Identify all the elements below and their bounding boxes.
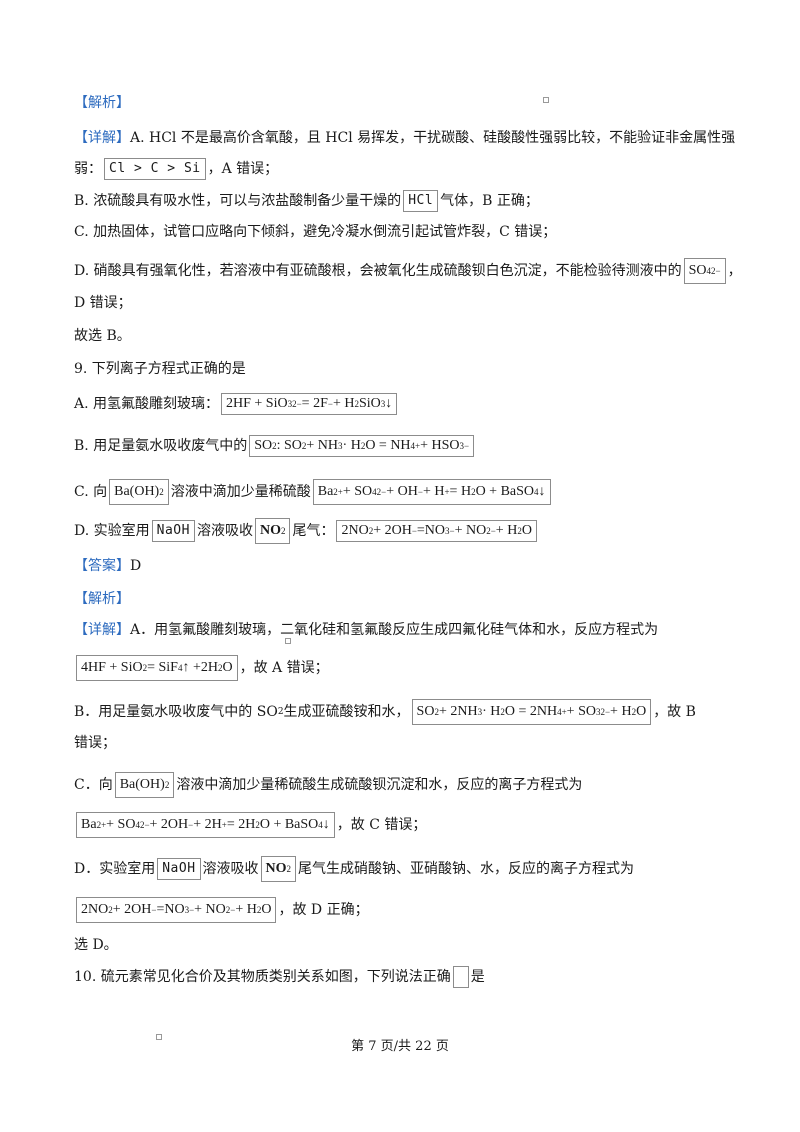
formula-box-naoh-2: NaOH <box>157 858 201 880</box>
explain-b-text: B．用足量氨水吸收废气中的 SO <box>74 704 278 720</box>
explain-c-text: C．向 <box>74 777 113 793</box>
explain-b-cont: 错误； <box>74 735 116 751</box>
q9-d-label-3: 尾气： <box>292 523 335 539</box>
explain-b-tail: ，故 B <box>653 704 696 720</box>
question-10-title: 10. 硫元素常见化合价及其物质类别关系如图，下列说法正确 是 <box>74 966 485 988</box>
page-footer: 第 7 页/共 22 页 <box>351 1039 449 1054</box>
q9-a-label: A. 用氢氟酸雕刻玻璃： <box>74 396 220 412</box>
q9-c-label: C. 向 <box>74 484 108 500</box>
explain-a-text: A．用氢氟酸雕刻玻璃，二氧化硅和氢氟酸反应生成四氟化硅气体和水，反应方程式为 <box>130 622 659 638</box>
answer-tag: 【答案】 <box>74 558 130 574</box>
choose-b: 故选 B。 <box>74 328 131 344</box>
option-a-text-3: ，A 错误； <box>207 161 279 177</box>
blank-box <box>452 966 469 988</box>
formula-box-nonmetal-order: Cl > C > Si <box>104 158 206 180</box>
answer-line: 【答案】 D <box>74 556 141 576</box>
explain-a-tail: ，故 A 错误； <box>239 660 329 676</box>
q10-title-tail: 是 <box>470 969 485 985</box>
formula-box-naoh: NaOH <box>151 520 195 542</box>
answer-value: D <box>130 558 142 574</box>
option-d-text: D. 硝酸具有强氧化性，若溶液中有亚硫酸根，会被氧化生成硫酸钡白色沉淀，不能检验… <box>74 263 682 279</box>
analysis-tag: 【解析】 <box>74 95 130 111</box>
anchor-marker <box>543 97 549 103</box>
explain-c: C．向 Ba(OH)2 溶液中滴加少量稀硫酸生成硫酸钡沉淀和水，反应的离子方程式… <box>74 772 582 798</box>
formula-box-hcl: HCl <box>403 190 439 212</box>
analysis-tag-2: 【解析】 <box>74 591 130 607</box>
detail-option-c: C. 加热固体，试管口应略向下倾斜，避免冷凝水倒流引起试管炸裂，C 错误； <box>74 224 557 240</box>
explain-d-text-2: 溶液吸收 <box>202 861 259 877</box>
explain-d-tail: ，故 D 正确； <box>278 902 369 918</box>
option-a-text-2: 弱： <box>74 161 102 177</box>
option-b-text-2: 气体，B 正确； <box>440 193 539 209</box>
formula-box-baoh2-2: Ba(OH)2 <box>114 772 175 798</box>
q10-title-text: 10. 硫元素常见化合价及其物质类别关系如图，下列说法正确 <box>74 969 451 985</box>
detail-option-a: 【详解】 A. HCl 不是最高价含氧酸，且 HCl 易挥发，干扰碳酸、硅酸酸性… <box>74 128 735 148</box>
anchor-marker-2 <box>285 638 291 644</box>
explain-c-tail: ，故 C 错误； <box>336 817 427 833</box>
anchor-marker-3 <box>156 1034 162 1040</box>
detail-option-a-cont: 弱： Cl > C > Si ，A 错误； <box>74 158 278 180</box>
detail-option-d-cont: D 错误； <box>74 295 132 311</box>
q9-d-label-2: 溶液吸收 <box>196 523 253 539</box>
option-d-comma: ， <box>727 263 742 279</box>
formula-box-baoh2: Ba(OH)2 <box>109 479 169 505</box>
explain-c-text-2: 溶液中滴加少量稀硫酸生成硫酸钡沉淀和水，反应的离子方程式为 <box>176 777 583 793</box>
q9-c-label-2: 溶液中滴加少量稀硫酸 <box>170 484 311 500</box>
explain-d-text: D．实验室用 <box>74 861 156 877</box>
explain-d-text-3: 尾气生成硝酸钠、亚硝酸钠、水，反应的离子方程式为 <box>298 861 635 877</box>
option-b-text: B. 浓硫酸具有吸水性，可以与浓盐酸制备少量干燥的 <box>74 193 402 209</box>
option-a-text: A. HCl 不是最高价含氧酸，且 HCl 易挥发，干扰碳酸、硅酸酸性强弱比较，… <box>130 130 736 146</box>
detail-option-b: B. 浓硫酸具有吸水性，可以与浓盐酸制备少量干燥的 HCl 气体，B 正确； <box>74 190 539 212</box>
q9-b-label: B. 用足量氨水吸收废气中的 <box>74 438 248 454</box>
detail-tag-2: 【详解】 <box>74 622 130 638</box>
q9-d-label: D. 实验室用 <box>74 523 150 539</box>
choose-d: 选 D。 <box>74 937 118 953</box>
detail-option-d: D. 硝酸具有强氧化性，若溶液中有亚硫酸根，会被氧化生成硫酸钡白色沉淀，不能检验… <box>74 258 742 284</box>
explain-b-text-2: 生成亚硫酸铵和水， <box>283 704 410 720</box>
detail-tag: 【详解】 <box>74 130 130 146</box>
explain-a: 【详解】 A．用氢氟酸雕刻玻璃，二氧化硅和氢氟酸反应生成四氟化硅气体和水，反应方… <box>74 620 658 640</box>
question-9-title: 9. 下列离子方程式正确的是 <box>74 361 246 377</box>
